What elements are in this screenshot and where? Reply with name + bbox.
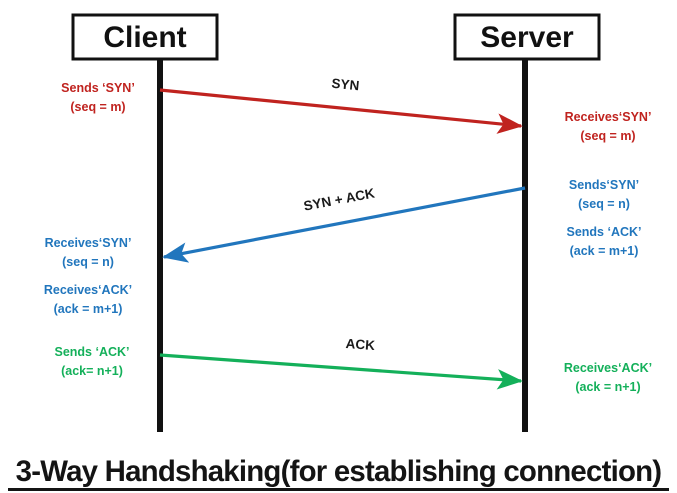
client-node: Client: [71, 13, 219, 432]
note-client-receives-ack-line2: (ack = m+1): [54, 302, 123, 316]
note-client-sends-syn: Sends ‘SYN’ (seq = m): [61, 81, 135, 114]
note-server-receives-syn-line1: Receives‘SYN’: [565, 110, 652, 124]
note-server-receives-ack-line2: (ack = n+1): [575, 380, 640, 394]
note-client-sends-ack: Sends ‘ACK’ (ack= n+1): [54, 345, 129, 378]
syn-ack-arrow-label: SYN + ACK: [302, 185, 376, 213]
ack-arrow: [159, 353, 523, 390]
note-server-sends-syn-line1: Sends‘SYN’: [569, 178, 639, 192]
note-client-receives-ack-line1: Receives‘ACK’: [44, 283, 132, 297]
server-node: Server: [453, 13, 601, 432]
note-client-receives-syn-line2: (seq = n): [62, 255, 114, 269]
server-label: Server: [480, 21, 574, 54]
note-client-sends-ack-line1: Sends ‘ACK’: [54, 345, 129, 359]
syn-ack-arrow: [162, 186, 526, 263]
message-syn: SYN: [159, 76, 523, 134]
note-client-sends-ack-line2: (ack= n+1): [61, 364, 123, 378]
note-server-receives-ack: Receives‘ACK’ (ack = n+1): [564, 361, 652, 394]
client-label: Client: [103, 21, 186, 54]
note-server-sends-ack-line1: Sends ‘ACK’: [566, 225, 641, 239]
syn-arrow-label: SYN: [331, 76, 360, 94]
note-client-sends-syn-line1: Sends ‘SYN’: [61, 81, 135, 95]
client-box: [71, 13, 219, 61]
note-server-sends-syn-ack: Sends‘SYN’ (seq = n) Sends ‘ACK’ (ack = …: [566, 178, 641, 258]
note-server-receives-ack-line1: Receives‘ACK’: [564, 361, 652, 375]
note-server-receives-syn: Receives‘SYN’ (seq = m): [565, 110, 652, 143]
note-server-sends-syn-line2: (seq = n): [578, 197, 630, 211]
note-client-sends-syn-line2: (seq = m): [70, 100, 125, 114]
note-server-receives-syn-line2: (seq = m): [580, 129, 635, 143]
note-client-receives-syn-ack: Receives‘SYN’ (seq = n) Receives‘ACK’ (a…: [44, 236, 132, 316]
note-client-receives-syn-line1: Receives‘SYN’: [45, 236, 132, 250]
note-server-sends-ack-line2: (ack = m+1): [570, 244, 639, 258]
caption-underline: [8, 488, 669, 491]
message-ack: ACK: [159, 336, 523, 390]
diagram-caption: 3-Way Handshaking(for establishing conne…: [15, 455, 662, 488]
syn-arrow: [159, 88, 523, 134]
message-syn-ack: SYN + ACK: [162, 185, 526, 263]
ack-arrow-label: ACK: [345, 336, 375, 353]
